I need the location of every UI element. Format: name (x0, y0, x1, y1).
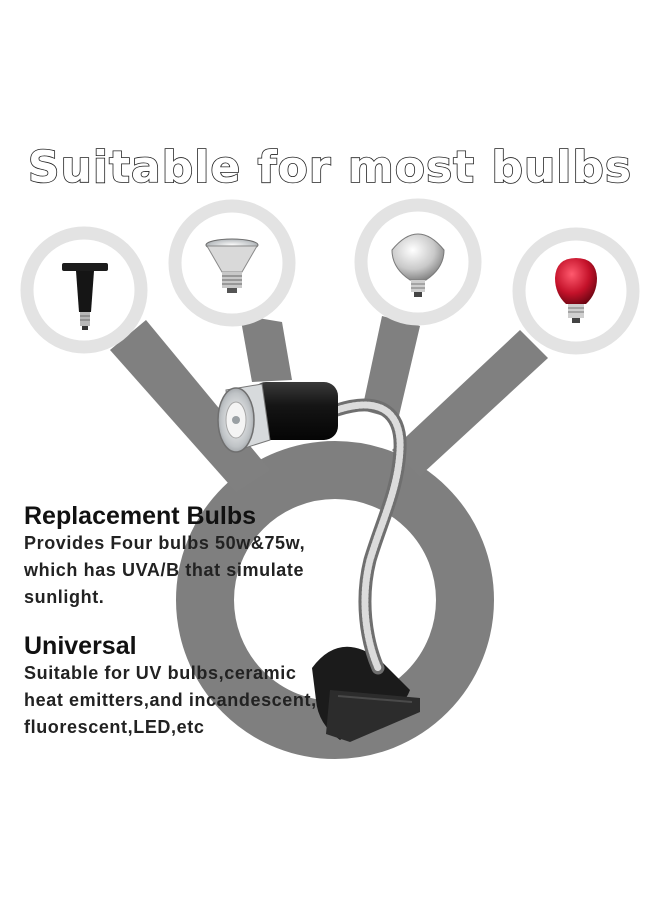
bulb-circles (20, 198, 640, 355)
feature-line: heat emitters,and incandescent, (24, 690, 317, 710)
headline: Suitable for most bulbs (27, 141, 633, 194)
feature-universal: Universal Suitable for UV bulbs,ceramic … (24, 632, 354, 741)
red-infrared-bulb-icon (555, 258, 597, 323)
feature-line: Provides Four bulbs 50w&75w, (24, 533, 306, 553)
feature-line: sunlight. (24, 587, 105, 607)
feature-title: Universal (24, 632, 137, 660)
silver-reflector-bulb-icon (391, 233, 445, 297)
uv-spot-bulb-icon (205, 238, 259, 293)
ceramic-heat-emitter-icon (62, 263, 108, 330)
feature-line: which has UVA/B that simulate (24, 560, 305, 580)
feature-line: Suitable for UV bulbs,ceramic (24, 663, 297, 683)
clamp-icon (312, 646, 420, 742)
feature-title: Replacement Bulbs (24, 502, 257, 530)
lamp-head-icon (217, 382, 338, 453)
feature-line: fluorescent,LED,etc (24, 717, 205, 737)
feature-replacement-bulbs: Replacement Bulbs Provides Four bulbs 50… (24, 502, 354, 611)
